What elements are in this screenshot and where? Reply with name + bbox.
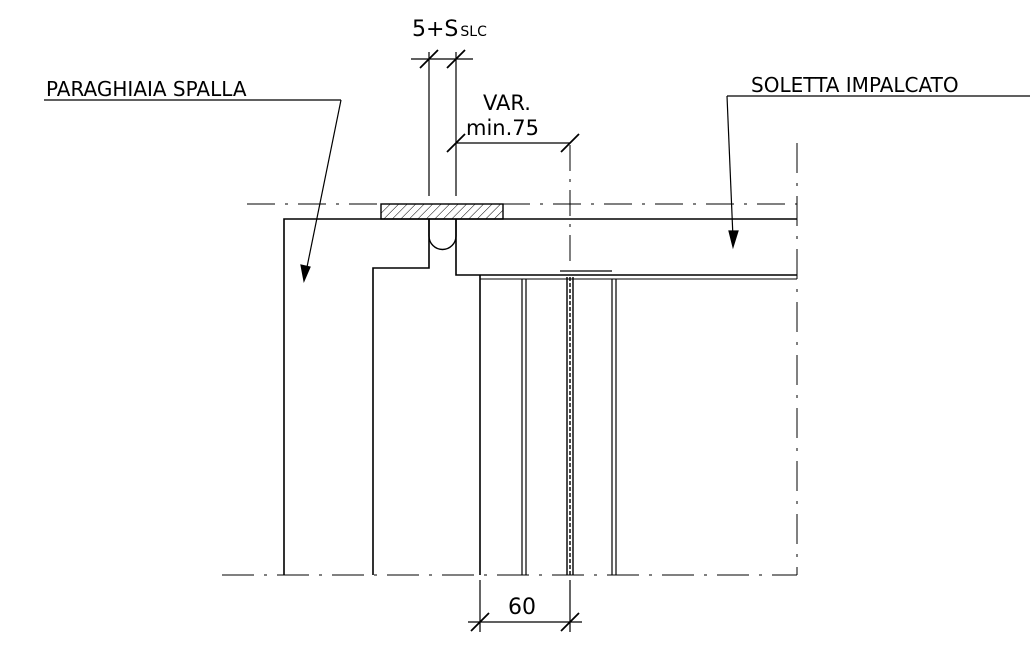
abutment-backwall — [283, 218, 430, 575]
right-callout-label: SOLETTA IMPALCATO — [751, 73, 959, 97]
joint-cover-plate — [380, 203, 504, 220]
bottom-dim-label: 60 — [508, 595, 536, 620]
right-callout-leader — [726, 95, 1030, 250]
left-callout-leader — [44, 99, 342, 284]
girder-diaphragm — [479, 270, 617, 575]
left-callout-label: PARAGHIAIA SPALLA — [46, 77, 247, 101]
deck-slab — [429, 218, 797, 280]
joint-width-dimension — [411, 49, 473, 196]
bottom-dimension — [468, 580, 582, 632]
joint-seal — [428, 219, 457, 251]
gap-dim-label-min: min.75 — [466, 116, 539, 140]
gap-dim-label-var: VAR. — [483, 91, 531, 115]
gap-dimension — [446, 133, 580, 153]
